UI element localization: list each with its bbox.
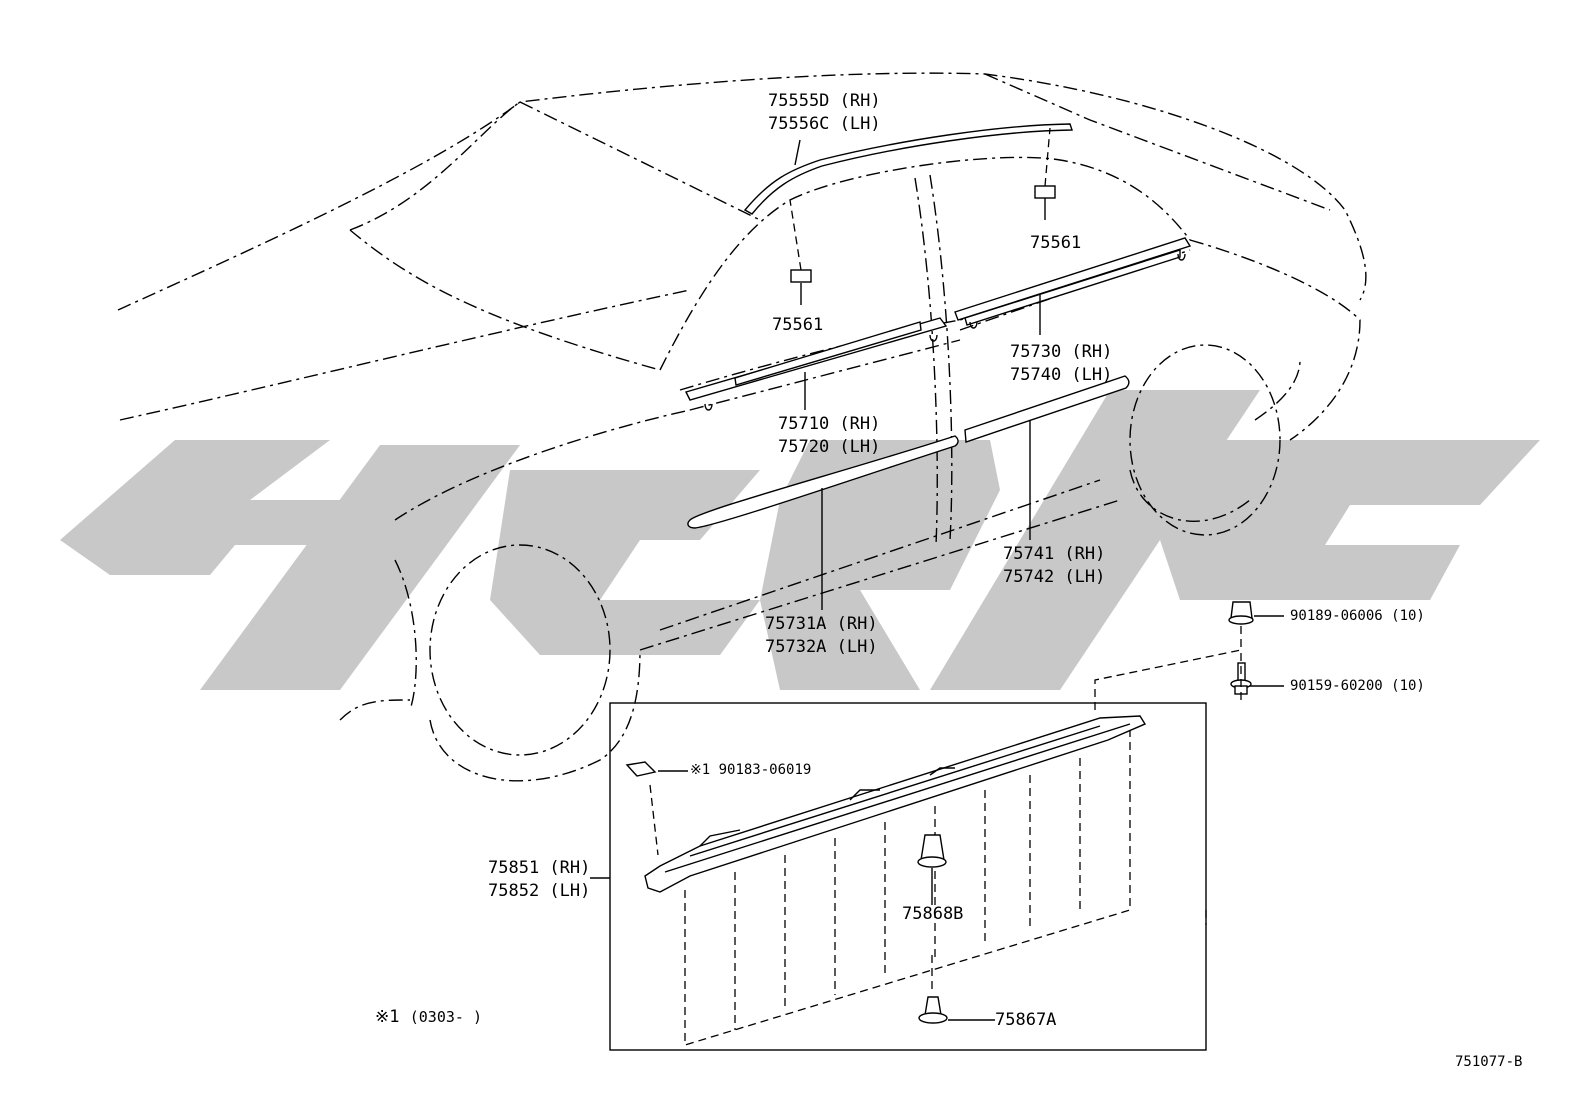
car-outline — [117, 72, 1367, 782]
label-roof-molding: 75555D (RH) 75556C (LH) — [768, 91, 881, 134]
footnote: ※1 (0303- ) — [375, 1006, 482, 1029]
footnote-text: (0303- ) — [409, 1008, 482, 1026]
label-rocker: 75851 (RH) 75852 (LH) — [488, 858, 591, 901]
belt-molding-front — [684, 317, 948, 411]
roof-molding — [743, 123, 1073, 215]
belt-molding-rear — [954, 237, 1192, 335]
footnote-mark: ※1 — [375, 1007, 400, 1027]
watermark-logo — [60, 390, 1540, 690]
label-screw-90159: 90159-60200 (10) — [1290, 678, 1425, 694]
label-clip-90189: 90189-06006 (10) — [1290, 608, 1425, 624]
label-nut-90183: ※1 90183-06019 — [690, 762, 812, 778]
nut-90183-06019 — [625, 761, 688, 856]
clip-75867a — [918, 996, 995, 1024]
label-side-rear: 75741 (RH) 75742 (LH) — [1003, 544, 1106, 587]
clip-90189-06006 — [1228, 601, 1284, 650]
label-belt-front: 75710 (RH) 75720 (LH) — [778, 414, 881, 457]
label-clip-rear: 75561 — [1030, 233, 1082, 253]
label-side-front: 75731A (RH) 75732A (LH) — [765, 614, 878, 657]
label-clip-75867a: 75867A — [995, 1010, 1057, 1030]
clip-75561-rear — [1034, 127, 1056, 220]
clip-75561-front — [789, 199, 812, 305]
side-molding-rear — [964, 375, 1130, 540]
side-molding-front — [687, 435, 959, 610]
label-clip-75868b: 75868B — [902, 904, 964, 924]
drawing-number: 751077-B — [1455, 1054, 1523, 1070]
rocker-panel — [644, 715, 1147, 1046]
label-belt-rear: 75730 (RH) 75740 (LH) — [1010, 342, 1113, 385]
screw-90159-60200 — [1094, 649, 1284, 715]
clip-75868b — [917, 834, 947, 990]
label-clip-front: 75561 — [772, 315, 824, 335]
inset-box — [590, 702, 1207, 1051]
